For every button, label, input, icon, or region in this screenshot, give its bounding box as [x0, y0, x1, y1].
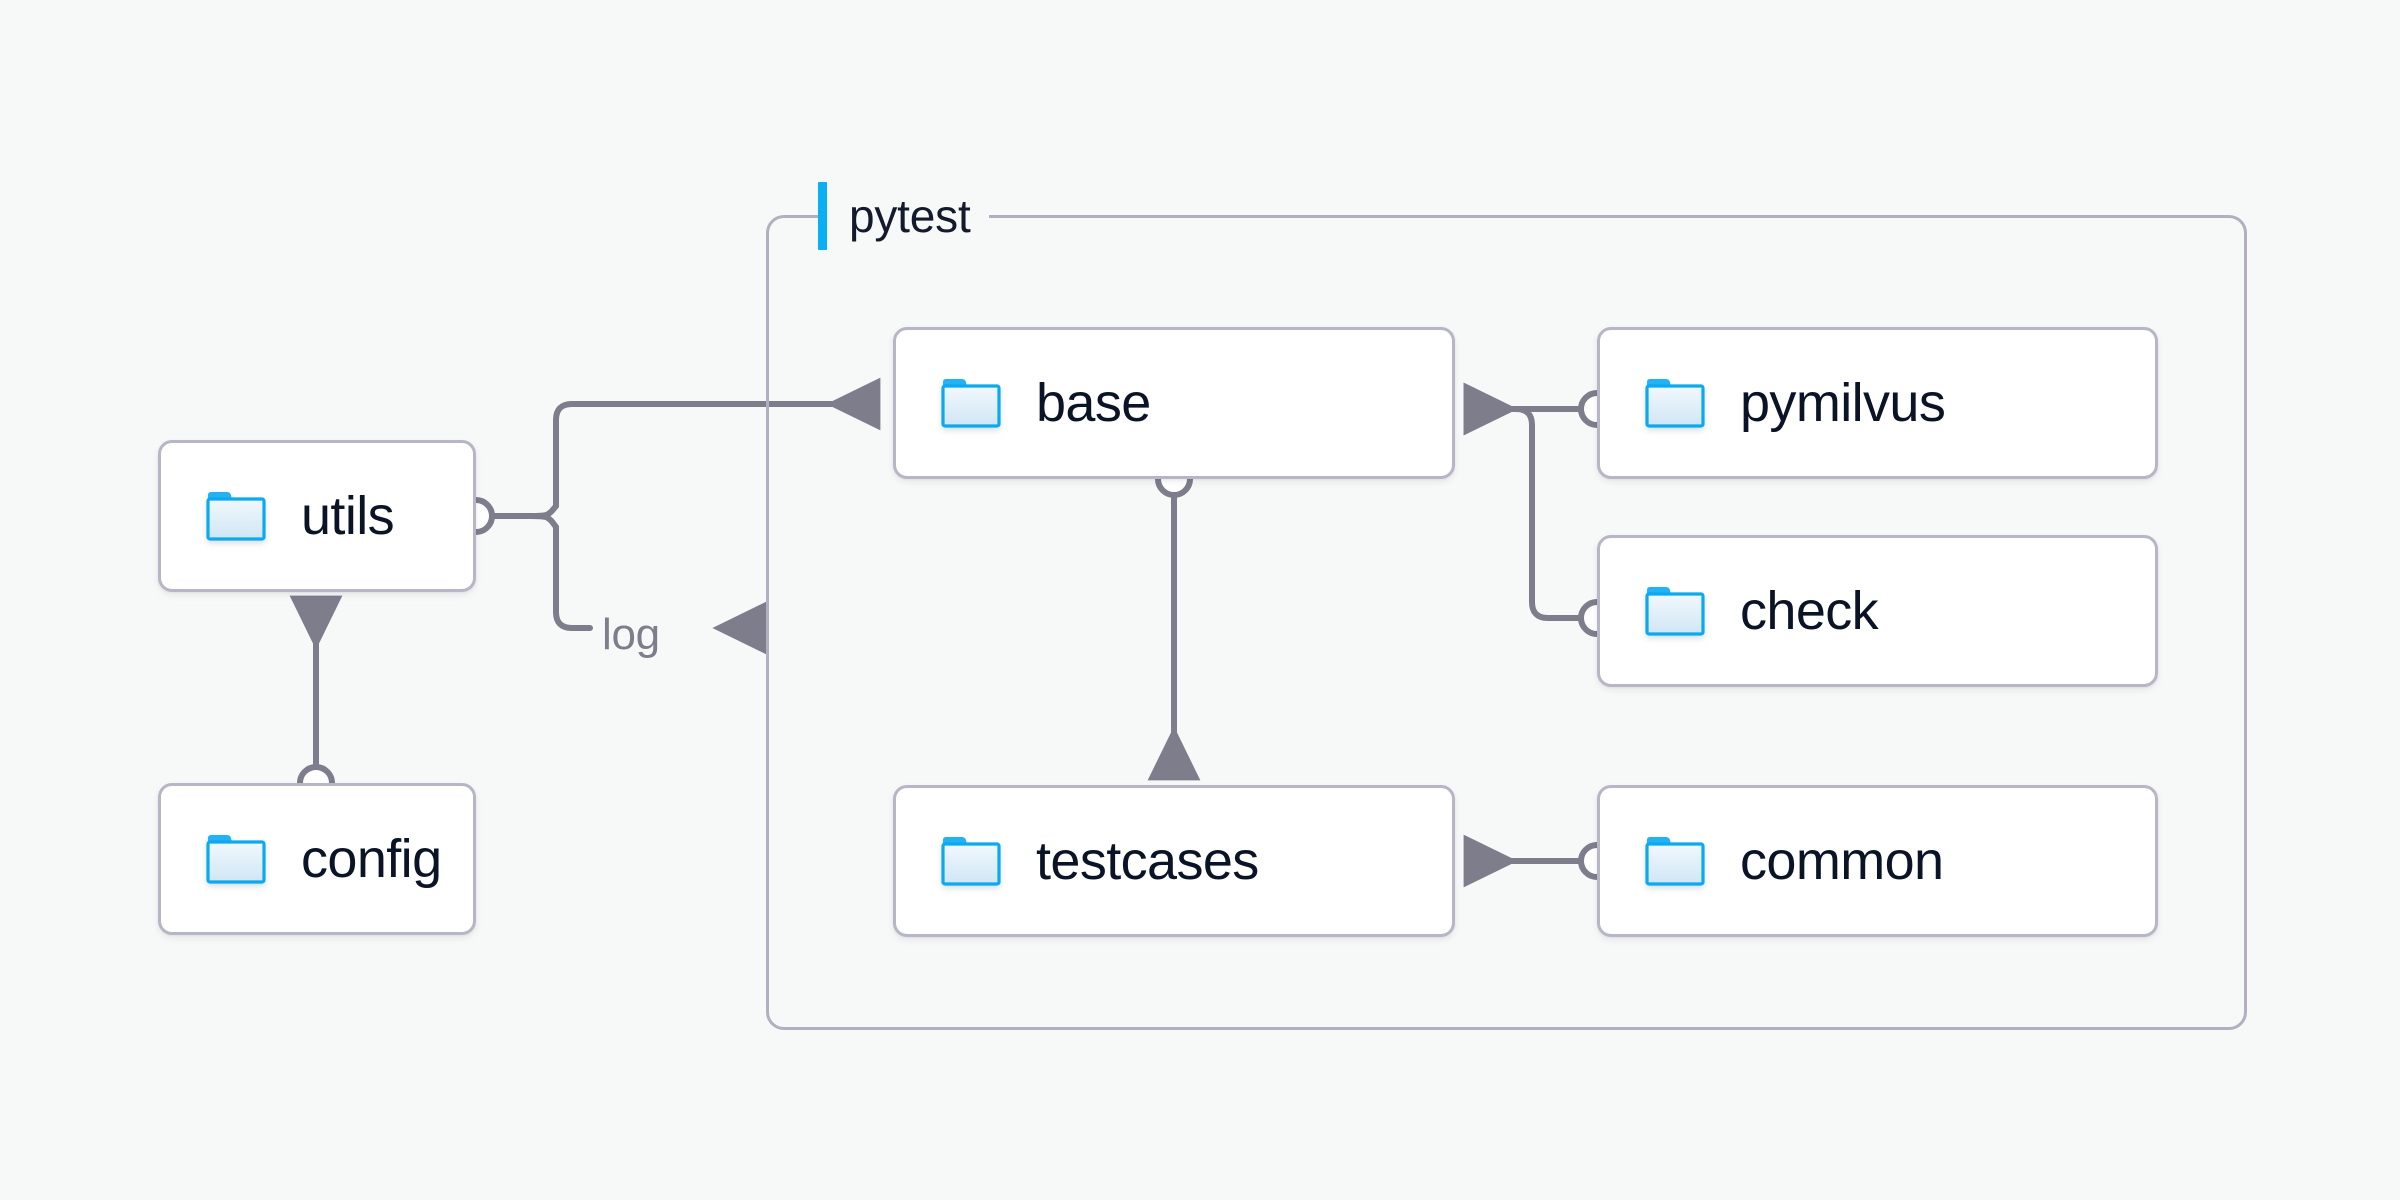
node-config[interactable]: config [158, 783, 476, 935]
node-utils[interactable]: utils [158, 440, 476, 592]
folder-icon [1645, 587, 1705, 636]
node-pymilvus[interactable]: pymilvus [1597, 327, 2158, 479]
node-label: common [1740, 831, 1944, 891]
node-label: utils [301, 486, 395, 546]
edge-label-log: log [602, 610, 660, 659]
folder-icon [1645, 837, 1705, 886]
edge-config-to-utils [289, 595, 343, 802]
node-label: testcases [1036, 831, 1259, 891]
node-label: config [301, 829, 442, 889]
folder-icon [941, 837, 1001, 886]
node-label: pymilvus [1740, 373, 1946, 433]
node-check[interactable]: check [1597, 535, 2158, 687]
node-testcases[interactable]: testcases [893, 785, 1455, 937]
group-label-text: pytest [849, 190, 971, 242]
folder-icon [206, 835, 266, 884]
node-label: base [1036, 373, 1151, 433]
folder-icon [206, 492, 266, 541]
folder-icon [1645, 379, 1705, 428]
node-label: check [1740, 581, 1879, 641]
group-label-pytest: pytest [818, 180, 989, 252]
node-base[interactable]: base [893, 327, 1455, 479]
group-accent-bar [818, 182, 827, 250]
folder-icon [941, 379, 1001, 428]
node-common[interactable]: common [1597, 785, 2158, 937]
group-container-pytest [766, 215, 2247, 1030]
